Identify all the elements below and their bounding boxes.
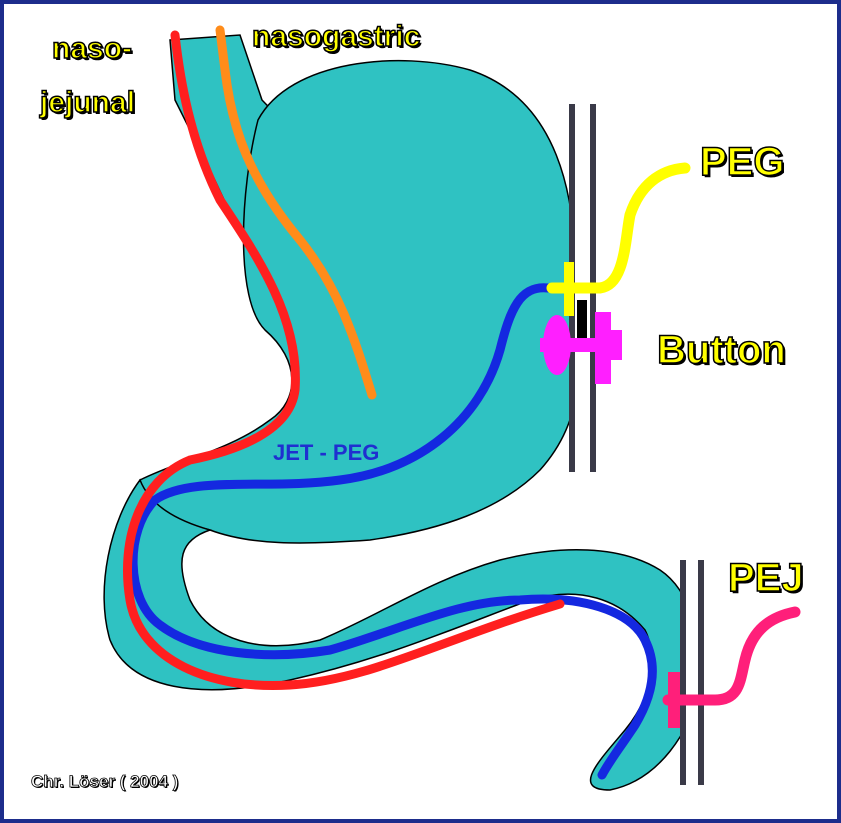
abdominal-wall-lower-right <box>698 560 704 785</box>
abdominal-wall-lower-left <box>680 560 686 785</box>
abdominal-wall-lower-gap <box>686 560 698 785</box>
pej-internal-bumper <box>668 672 680 728</box>
credit-text: Chr. Löser ( 2004 ) <box>31 772 178 792</box>
label-peg: PEG <box>700 142 784 182</box>
peg-internal-bumper <box>564 262 574 316</box>
label-naso: naso- <box>52 34 132 64</box>
peg-shaft-dark <box>577 300 587 340</box>
label-nasogastric: nasogastric <box>252 22 420 52</box>
label-jet-peg: JET - PEG <box>273 440 379 466</box>
button-cap <box>608 330 622 360</box>
label-jejunal: jejunal <box>40 88 135 118</box>
label-button: Button <box>657 330 786 370</box>
label-pej: PEJ <box>728 558 804 598</box>
